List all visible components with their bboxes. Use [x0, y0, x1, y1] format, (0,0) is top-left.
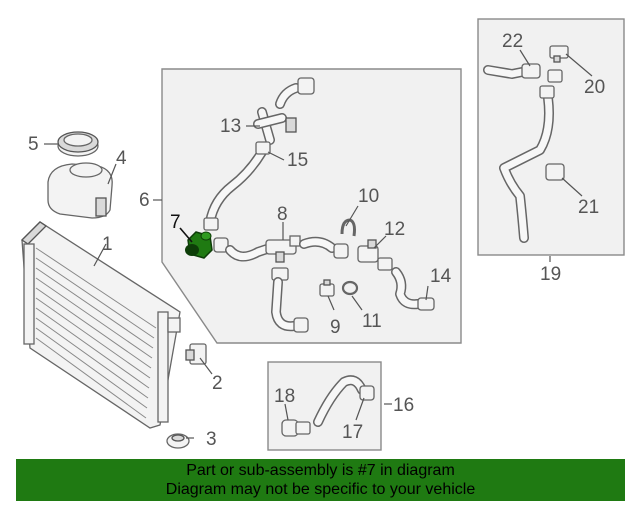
callout-10: 10: [358, 186, 379, 207]
callout-11: 11: [362, 311, 382, 332]
subassembly-panel-6: [161, 68, 462, 344]
callout-9: 9: [330, 317, 341, 338]
radiator: [20, 221, 181, 429]
radiator-mount: [166, 433, 190, 449]
callout-2: 2: [212, 373, 223, 394]
banner-line-2: Diagram may not be specific to your vehi…: [165, 481, 476, 498]
callout-12: 12: [384, 219, 405, 240]
callout-4: 4: [116, 148, 127, 169]
reservoir-cap: [57, 131, 99, 157]
highlighted-part-7: [185, 231, 213, 259]
callout-20: 20: [584, 77, 605, 98]
hose-long-15: [203, 141, 271, 231]
radiator-bracket: [185, 343, 207, 365]
banner-line-1: Part or sub-assembly is #7 in diagram: [186, 462, 455, 479]
sensor-9: [319, 279, 335, 297]
callout-17: 17: [342, 422, 363, 443]
o-ring-11: [341, 280, 359, 296]
fitting-21: [545, 163, 565, 181]
callout-8: 8: [277, 204, 288, 225]
callout-18: 18: [274, 386, 295, 407]
tee-connector-13: [253, 107, 297, 145]
callout-3: 3: [206, 429, 217, 450]
callout-labels: 1 2 3 4 5 6 7 8 9 10 11 12 13 14 15 16 1…: [28, 31, 605, 450]
part-notice-banner: Part or sub-assembly is #7 in diagram Di…: [16, 459, 625, 501]
fitting-20: [547, 45, 569, 83]
callout-1: 1: [102, 234, 113, 255]
callout-22: 22: [502, 31, 523, 52]
hose-16: [313, 375, 375, 427]
hose-lower-8: [271, 267, 309, 333]
hose-14: [391, 267, 435, 311]
hose-upper-13: [275, 77, 315, 109]
callout-19: 19: [540, 264, 561, 285]
fitting-18: [281, 419, 311, 437]
callout-14: 14: [430, 266, 452, 287]
connector-12: [357, 239, 393, 271]
callout-7-highlighted: 7: [170, 212, 181, 233]
callout-15: 15: [287, 150, 308, 171]
callout-13: 13: [220, 116, 241, 137]
callout-6: 6: [139, 190, 150, 211]
leader-lines: [44, 49, 593, 439]
callout-5: 5: [28, 134, 39, 155]
coolant-reservoir: [47, 162, 113, 219]
hose-middle-8: [213, 235, 349, 263]
callout-21: 21: [578, 197, 599, 218]
hose-19: [483, 63, 555, 243]
callout-16: 16: [393, 395, 414, 416]
